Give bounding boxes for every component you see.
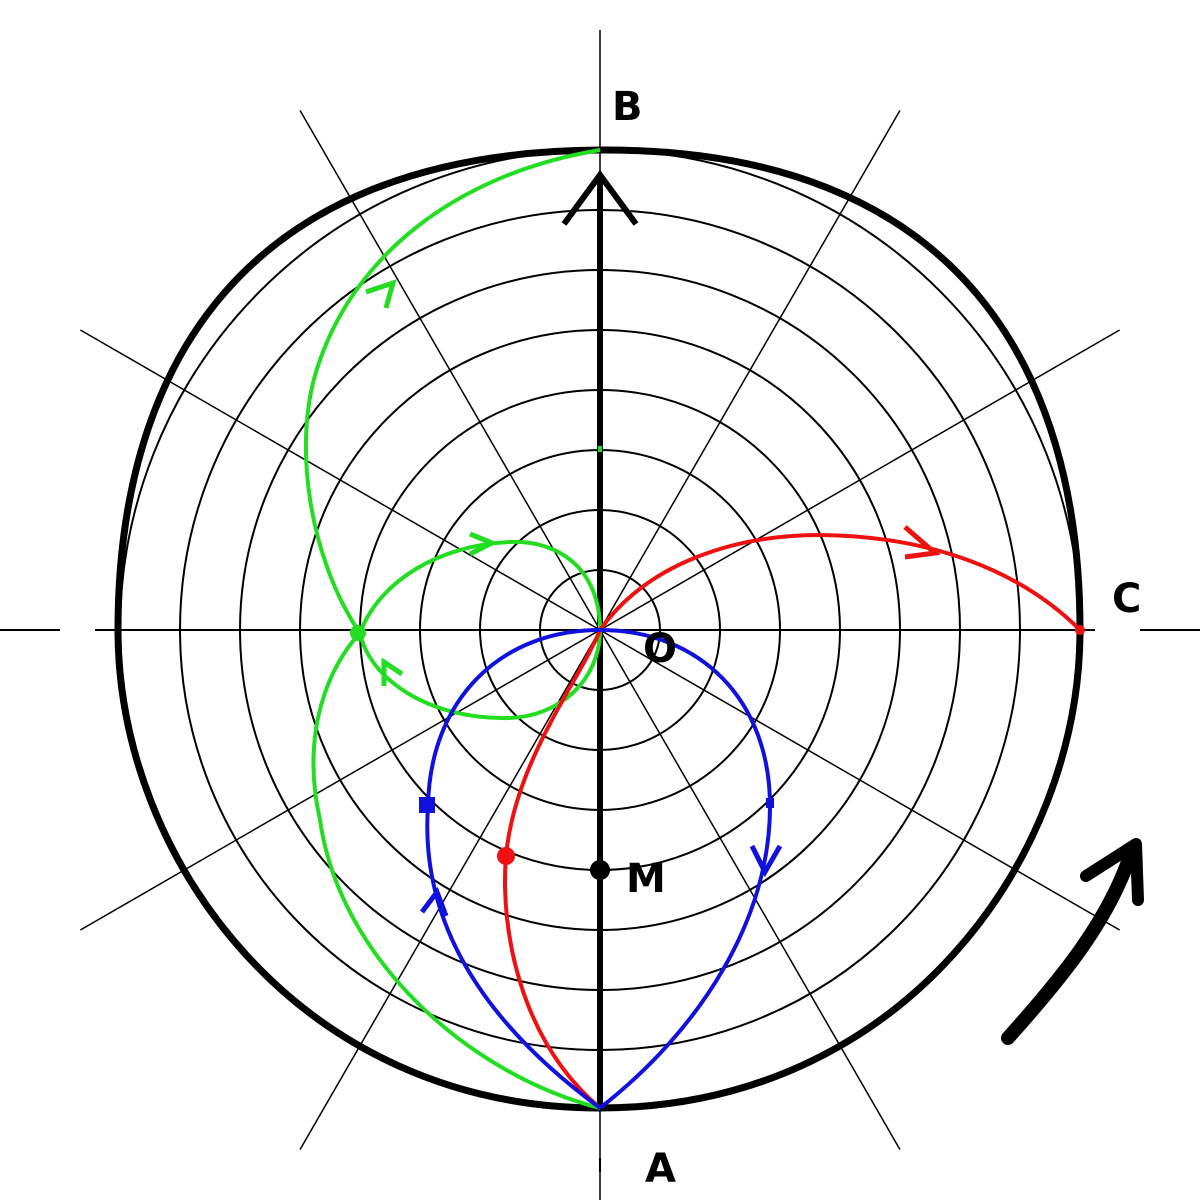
red-point	[497, 847, 515, 865]
red-path	[503, 532, 1082, 1110]
red-end-point	[1075, 625, 1085, 635]
green-arrow-upper	[365, 279, 397, 309]
blue-point	[419, 797, 435, 813]
green-trajectory	[303, 148, 602, 1110]
green-arrow-inner-top	[468, 531, 499, 557]
blue-path	[425, 627, 773, 1110]
blue-arrow-right	[749, 844, 783, 878]
blue-arrow-left	[420, 886, 449, 917]
blue-trajectory	[419, 627, 783, 1110]
label-o: O	[643, 626, 677, 672]
rotation-arrow-head	[1080, 838, 1144, 906]
point-m-dot	[590, 860, 610, 880]
green-top-tick	[598, 446, 602, 452]
label-m: M	[626, 856, 666, 902]
green-point	[350, 625, 366, 641]
red-arrow	[903, 525, 941, 560]
red-trajectory	[497, 525, 1085, 1110]
rotation-arrow	[1001, 838, 1144, 1045]
green-arrow-inner-bottom	[381, 657, 404, 686]
label-b: B	[612, 84, 643, 130]
blue-point-small	[766, 798, 774, 808]
vertical-axis-arrowhead	[561, 169, 639, 226]
label-a: A	[645, 1146, 676, 1192]
rotation-arrow-shaft	[1001, 843, 1139, 1045]
label-c: C	[1112, 576, 1141, 622]
